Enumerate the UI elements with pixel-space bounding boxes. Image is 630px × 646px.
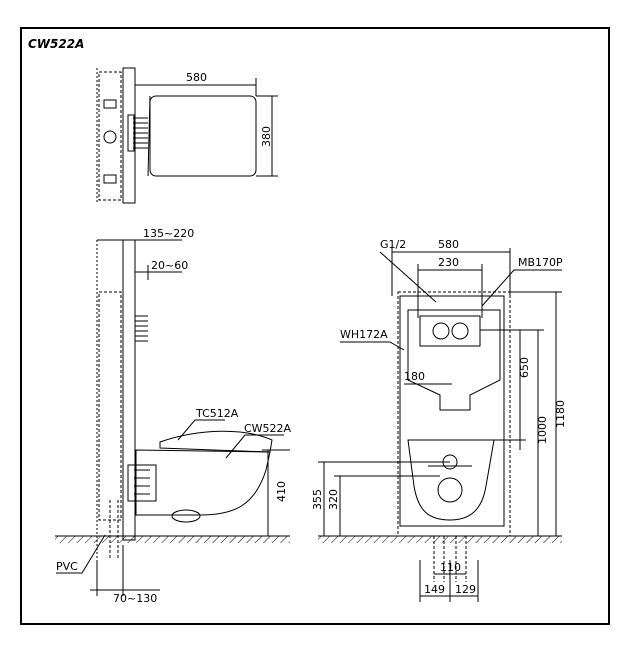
- front-dim-129: 129: [455, 583, 476, 596]
- plate-leader: [481, 269, 562, 307]
- front-cistern: [407, 309, 501, 411]
- top-view: [96, 67, 278, 204]
- front-dim-1000: 1000: [536, 416, 549, 444]
- front-floor-hatch: [318, 536, 562, 543]
- bowl-leader: [225, 434, 284, 459]
- top-bowl-outline: [149, 95, 257, 177]
- model-title: CW522A: [28, 37, 85, 51]
- side-dim-bottom-range: 70~130: [113, 592, 157, 605]
- front-label-plate: MB170P: [518, 256, 563, 269]
- top-frame-dashed: [98, 71, 122, 201]
- inlet-leader: [379, 251, 437, 303]
- side-dim-height: 410: [275, 481, 288, 502]
- seat-leader: [177, 419, 225, 441]
- front-dim-180: 180: [404, 370, 425, 383]
- top-wall: [122, 67, 136, 204]
- front-dim-110: 110: [440, 561, 461, 574]
- side-flush-plate: [135, 315, 148, 342]
- front-dim-650: 650: [518, 357, 531, 378]
- front-label-inlet: G1/2: [380, 238, 406, 251]
- top-dim-depth: 380: [260, 126, 273, 147]
- top-pipe-circle: [103, 130, 117, 144]
- front-dim-1180: 1180: [554, 400, 567, 428]
- front-frame: [399, 295, 505, 527]
- front-view: [318, 248, 562, 602]
- side-floor-hatch: [55, 536, 290, 543]
- pvc-leader: [56, 534, 106, 574]
- front-drain-circle: [437, 477, 463, 503]
- front-bowl-outline: [407, 439, 495, 521]
- side-label-seat: TC512A: [195, 407, 239, 420]
- side-dim-gap-range: 20~60: [151, 259, 188, 272]
- side-seat-outline: [159, 430, 273, 453]
- drawing-frame: [20, 27, 610, 625]
- support-leader: [340, 341, 405, 351]
- side-wall: [122, 239, 136, 541]
- side-frame-dashed: [98, 291, 122, 521]
- front-dim-355: 355: [311, 489, 324, 510]
- side-view: [56, 239, 290, 596]
- front-dim-320: 320: [327, 489, 340, 510]
- top-dim-width: 580: [186, 71, 207, 84]
- front-flush-plate: [419, 315, 481, 347]
- front-dim-frame-width: 580: [438, 238, 459, 251]
- side-label-bowl: CW522A: [244, 422, 292, 435]
- side-dim-wall-range: 135~220: [143, 227, 194, 240]
- top-flush-plate: [127, 114, 148, 152]
- front-dim-inlet-offset: 230: [438, 256, 459, 269]
- front-label-support: WH172A: [340, 328, 388, 341]
- front-frame-dashed: [397, 291, 511, 537]
- front-dim-149: 149: [424, 583, 445, 596]
- side-label-pipe: PVC: [56, 560, 78, 573]
